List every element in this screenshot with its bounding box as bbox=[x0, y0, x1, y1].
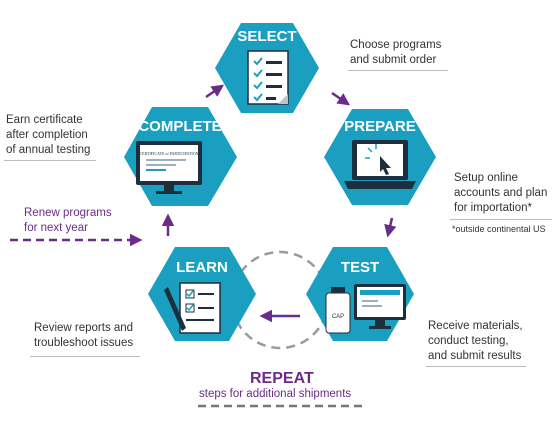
complete-description-line-3: of annual testing bbox=[6, 144, 91, 156]
renew-label-line-2: for next year bbox=[24, 222, 88, 234]
hex-test: TEST CAP bbox=[306, 247, 414, 341]
prepare-description-line-3: for importation* bbox=[454, 202, 532, 214]
renew-label-line-1: Renew programs bbox=[24, 207, 112, 219]
hex-select-title: SELECT bbox=[237, 28, 296, 45]
hex-learn: LEARN bbox=[148, 247, 256, 341]
hex-prepare-title: PREPARE bbox=[344, 118, 415, 135]
hex-prepare: PREPARE bbox=[324, 109, 436, 205]
hex-complete: COMPLETE CERTIFICATE of PARTICIPATION bbox=[124, 107, 237, 206]
repeat-subtitle: steps for additional shipments bbox=[199, 388, 352, 400]
clipboard-pencil-icon bbox=[164, 282, 221, 334]
learn-description-line-2: troubleshoot issues bbox=[34, 337, 134, 349]
arrow-select-to-prepare bbox=[331, 91, 351, 106]
test-description-line-1: Receive materials, bbox=[428, 320, 523, 332]
test-description: Receive materials, conduct testing, and … bbox=[428, 319, 523, 364]
select-description-line-2: and submit order bbox=[350, 54, 437, 66]
arrow-prepare-to-test bbox=[384, 217, 397, 238]
learn-description-line-1: Review reports and bbox=[34, 322, 134, 334]
prepare-divider bbox=[450, 219, 552, 220]
select-description: Choose programs and submit order bbox=[350, 38, 441, 68]
complete-description-line-2: after completion bbox=[6, 129, 88, 141]
hex-learn-title: LEARN bbox=[176, 259, 228, 276]
learn-divider bbox=[30, 356, 140, 357]
complete-divider bbox=[4, 160, 96, 161]
complete-description: Earn certificate after completion of ann… bbox=[6, 113, 90, 158]
prepare-description-line-1: Setup online bbox=[454, 172, 518, 184]
hex-complete-title: COMPLETE bbox=[138, 118, 221, 135]
test-description-line-2: conduct testing, bbox=[428, 335, 509, 347]
learn-description: Review reports and troubleshoot issues bbox=[34, 321, 133, 351]
repeat-title: REPEAT bbox=[250, 370, 314, 387]
certificate-monitor-icon: CERTIFICATE of PARTICIPATION bbox=[136, 141, 202, 194]
specimen-vial-monitor-icon: CAP bbox=[325, 284, 406, 334]
select-divider bbox=[348, 70, 448, 71]
complete-description-line-1: Earn certificate bbox=[6, 114, 83, 126]
hex-select: SELECT bbox=[215, 23, 319, 113]
vial-label: CAP bbox=[332, 314, 344, 320]
select-description-line-1: Choose programs bbox=[350, 39, 442, 51]
laptop-click-icon bbox=[344, 140, 416, 189]
renew-label: Renew programs for next year bbox=[24, 206, 112, 236]
test-divider bbox=[426, 366, 526, 367]
certificate-heading: CERTIFICATE of PARTICIPATION bbox=[139, 151, 198, 156]
prepare-description: Setup online accounts and plan for impor… bbox=[454, 171, 547, 216]
importation-footnote: *outside continental US bbox=[452, 224, 546, 234]
test-description-line-3: and submit results bbox=[428, 350, 522, 362]
checklist-clipboard-icon bbox=[247, 50, 289, 105]
prepare-description-line-2: accounts and plan bbox=[454, 187, 548, 199]
hex-test-title: TEST bbox=[341, 259, 379, 276]
arrow-complete-to-select bbox=[205, 84, 225, 99]
